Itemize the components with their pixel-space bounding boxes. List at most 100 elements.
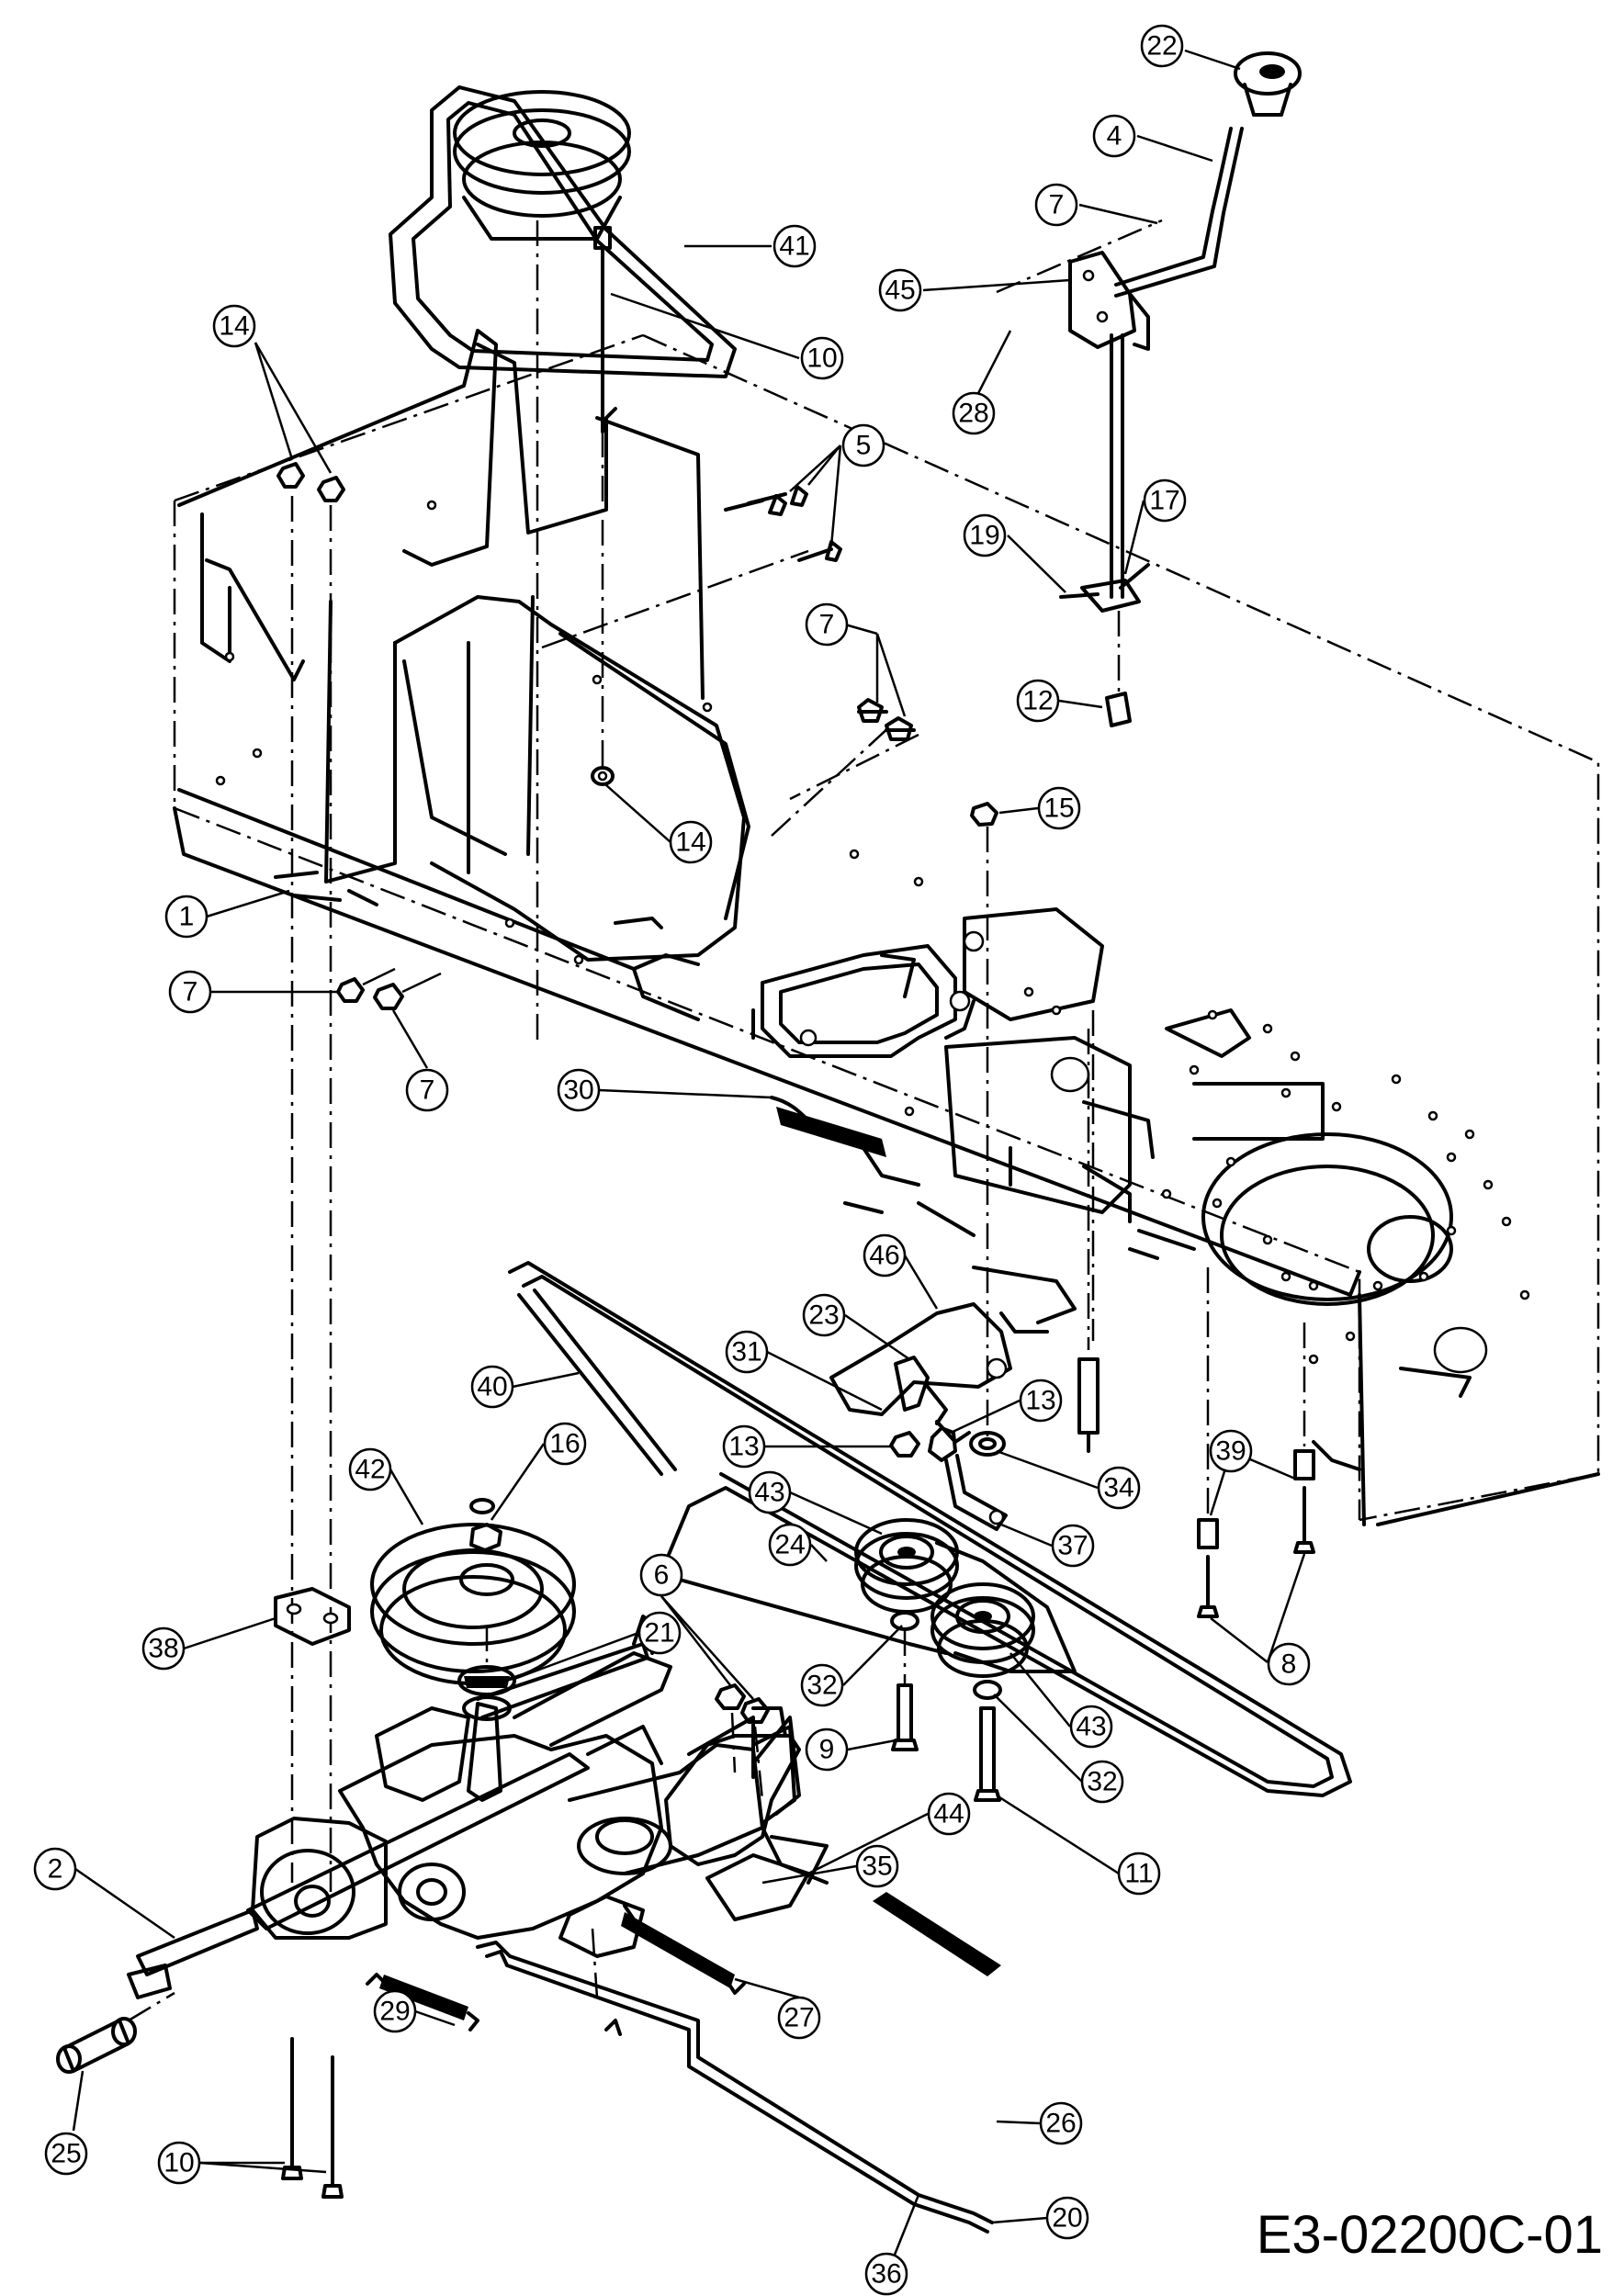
svg-text:9: 9 — [819, 1735, 835, 1765]
callout-6: 6 — [639, 1553, 683, 1597]
callouts: 22 4 7 45 28 41 10 14 5 19 17 — [33, 24, 1311, 2296]
frame-holes — [215, 500, 1530, 1365]
svg-text:31: 31 — [731, 1337, 761, 1367]
svg-text:27: 27 — [784, 2003, 814, 2033]
axle-sleeve-25 — [56, 2017, 137, 2074]
spacer-34 — [969, 1431, 1006, 1457]
callout-11: 11 — [1117, 1851, 1161, 1896]
svg-text:12: 12 — [1022, 686, 1053, 716]
callout-13-left: 13 — [722, 1424, 766, 1469]
svg-text:21: 21 — [644, 1618, 674, 1649]
nuts-6 — [715, 1683, 770, 1724]
callout-20: 20 — [1045, 2196, 1089, 2240]
callout-7-left: 7 — [168, 970, 212, 1014]
callout-21: 21 — [637, 1611, 682, 1655]
callout-41: 41 — [773, 224, 817, 268]
svg-text:1: 1 — [179, 902, 195, 932]
spring-27 — [621, 1904, 746, 1995]
idler-pulley-43b — [930, 1582, 1035, 1802]
svg-text:8: 8 — [1281, 1649, 1297, 1680]
callout-23: 23 — [802, 1293, 846, 1337]
svg-text:38: 38 — [148, 1634, 178, 1664]
drawing-code: E3-02200C-01 — [1256, 2205, 1603, 2265]
svg-text:35: 35 — [862, 1851, 892, 1882]
callout-17: 17 — [1143, 478, 1187, 523]
drive-belt-40 — [508, 1261, 1352, 1797]
svg-text:25: 25 — [51, 2139, 81, 2169]
long-bolt-top — [593, 226, 612, 433]
callout-32-right: 32 — [1080, 1760, 1124, 1804]
svg-text:46: 46 — [869, 1241, 899, 1271]
callout-45: 45 — [878, 268, 922, 312]
callout-7-lower: 7 — [405, 1068, 449, 1112]
callout-19: 19 — [963, 513, 1007, 557]
callout-14-top: 14 — [212, 304, 256, 348]
svg-text:28: 28 — [958, 399, 988, 429]
callout-1: 1 — [164, 895, 209, 939]
hex-bolts-7-low — [336, 967, 442, 1010]
svg-text:32: 32 — [806, 1671, 837, 1701]
link-rod-37 — [944, 1454, 1008, 1531]
callout-14-mid: 14 — [669, 820, 713, 864]
svg-text:16: 16 — [549, 1429, 580, 1459]
svg-text:22: 22 — [1146, 31, 1177, 62]
svg-text:15: 15 — [1043, 793, 1074, 824]
callout-44: 44 — [927, 1792, 971, 1836]
callout-9: 9 — [805, 1728, 849, 1772]
callout-28: 28 — [952, 391, 996, 435]
callout-4: 4 — [1092, 114, 1136, 158]
long-bolts-10 — [281, 2037, 344, 2199]
svg-text:13: 13 — [1025, 1386, 1055, 1416]
engine-pulley-assembly — [389, 85, 737, 378]
svg-text:14: 14 — [675, 827, 705, 858]
svg-text:26: 26 — [1045, 2109, 1076, 2139]
svg-text:10: 10 — [164, 2148, 194, 2178]
callout-46: 46 — [863, 1233, 907, 1277]
svg-text:24: 24 — [774, 1530, 805, 1560]
callout-12: 12 — [1016, 679, 1060, 723]
svg-text:44: 44 — [933, 1799, 964, 1829]
callout-30: 30 — [557, 1068, 601, 1112]
callout-42: 42 — [348, 1447, 392, 1491]
svg-text:13: 13 — [728, 1432, 759, 1462]
svg-text:39: 39 — [1215, 1436, 1246, 1467]
brake-rod-36 — [476, 1941, 994, 2234]
svg-text:17: 17 — [1149, 486, 1179, 516]
callout-8: 8 — [1267, 1642, 1311, 1686]
callout-26: 26 — [1039, 2101, 1083, 2145]
svg-text:11: 11 — [1124, 1859, 1153, 1889]
svg-text:43: 43 — [754, 1478, 784, 1508]
callout-16: 16 — [543, 1422, 587, 1466]
svg-text:40: 40 — [477, 1372, 507, 1402]
svg-text:10: 10 — [806, 343, 837, 374]
svg-text:43: 43 — [1076, 1712, 1106, 1742]
locknuts-14 — [276, 462, 345, 502]
svg-text:2: 2 — [48, 1854, 63, 1885]
spring-26 — [873, 1892, 1001, 1976]
callout-2: 2 — [33, 1847, 77, 1891]
svg-text:34: 34 — [1103, 1473, 1133, 1503]
svg-text:19: 19 — [969, 521, 999, 551]
callout-39: 39 — [1209, 1429, 1253, 1473]
callout-22: 22 — [1140, 24, 1184, 68]
callout-24: 24 — [768, 1523, 812, 1567]
callout-10-bottom: 10 — [157, 2141, 201, 2185]
callout-36: 36 — [864, 2252, 908, 2296]
svg-text:5: 5 — [856, 431, 872, 461]
transmission-pulley-42 — [370, 1498, 576, 1685]
spring-30 — [770, 1096, 886, 1157]
shift-lever-assembly — [1059, 51, 1302, 727]
svg-text:7: 7 — [183, 977, 198, 1007]
idler-bracket-35 — [558, 1853, 810, 1958]
svg-text:7: 7 — [420, 1075, 435, 1106]
callout-31: 31 — [725, 1330, 769, 1374]
callout-13-right: 13 — [1019, 1379, 1063, 1423]
spacer-block-38 — [274, 1587, 351, 1646]
callout-25: 25 — [44, 2132, 88, 2176]
svg-text:32: 32 — [1087, 1767, 1117, 1797]
svg-text:29: 29 — [379, 1997, 410, 2027]
svg-text:6: 6 — [654, 1560, 670, 1591]
callout-29: 29 — [373, 1989, 417, 2033]
callout-38: 38 — [141, 1626, 186, 1671]
